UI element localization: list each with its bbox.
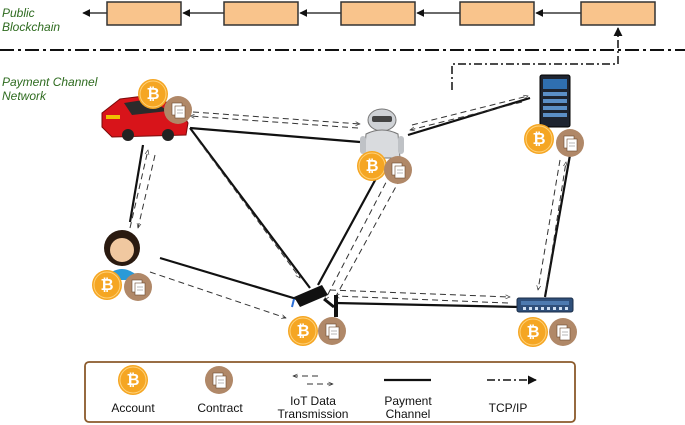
- block-3: [340, 1, 416, 26]
- tcpip-link: [451, 27, 623, 90]
- legend-payment-label-line2: Channel: [385, 407, 431, 421]
- robot-contract-icon: [383, 155, 413, 185]
- block-1: [106, 1, 182, 26]
- network-switch-icon: [516, 297, 574, 313]
- server-contract-icon: [555, 128, 585, 158]
- camera-contract-icon: [317, 316, 347, 346]
- legend-iot-label-line2: Transmission: [277, 407, 349, 421]
- legend-iot-label-line1: IoT Data: [290, 394, 336, 408]
- legend-iot-line-icon: [293, 376, 333, 384]
- pcn-label-line1: Payment Channel: [2, 75, 98, 89]
- car-contract-icon: [163, 95, 193, 125]
- car-account-coin-icon: [137, 78, 169, 110]
- switch-contract-icon: [548, 317, 578, 347]
- server-account-coin-icon: [523, 123, 555, 155]
- legend-contract-icon: [204, 365, 234, 395]
- security-camera-icon: [291, 285, 338, 317]
- pcn-label-line2: Network: [2, 89, 47, 103]
- camera-account-coin-icon: [287, 315, 319, 347]
- legend-tcpip-label: TCP/IP: [488, 401, 528, 415]
- robot-icon: [360, 108, 404, 159]
- legend-contract-label: Contract: [197, 401, 243, 415]
- switch-account-coin-icon: [517, 316, 549, 348]
- block-5: [580, 1, 656, 26]
- legend-account-coin-icon: [117, 364, 149, 396]
- legend-account-label: Account: [111, 401, 155, 415]
- public-blockchain-label-line2: Blockchain: [2, 20, 61, 34]
- public-blockchain-label: Public Blockchain: [2, 6, 60, 34]
- legend-payment-label: Payment Channel: [370, 395, 446, 421]
- block-2: [223, 1, 299, 26]
- blockchain-row: [82, 1, 656, 26]
- payment-channel-network-label: Payment Channel Network: [2, 75, 97, 103]
- robot-account-coin-icon: [356, 150, 388, 182]
- user-account-coin-icon: [91, 269, 123, 301]
- user-contract-icon: [123, 272, 153, 302]
- legend-iot-label: IoT Data Transmission: [268, 395, 358, 421]
- block-4: [459, 1, 535, 26]
- public-blockchain-label-line1: Public: [2, 6, 35, 20]
- iot-transmissions: [129, 96, 566, 318]
- payment-channels: [128, 96, 572, 309]
- server-icon: [539, 74, 571, 128]
- legend-payment-label-line1: Payment: [384, 394, 432, 408]
